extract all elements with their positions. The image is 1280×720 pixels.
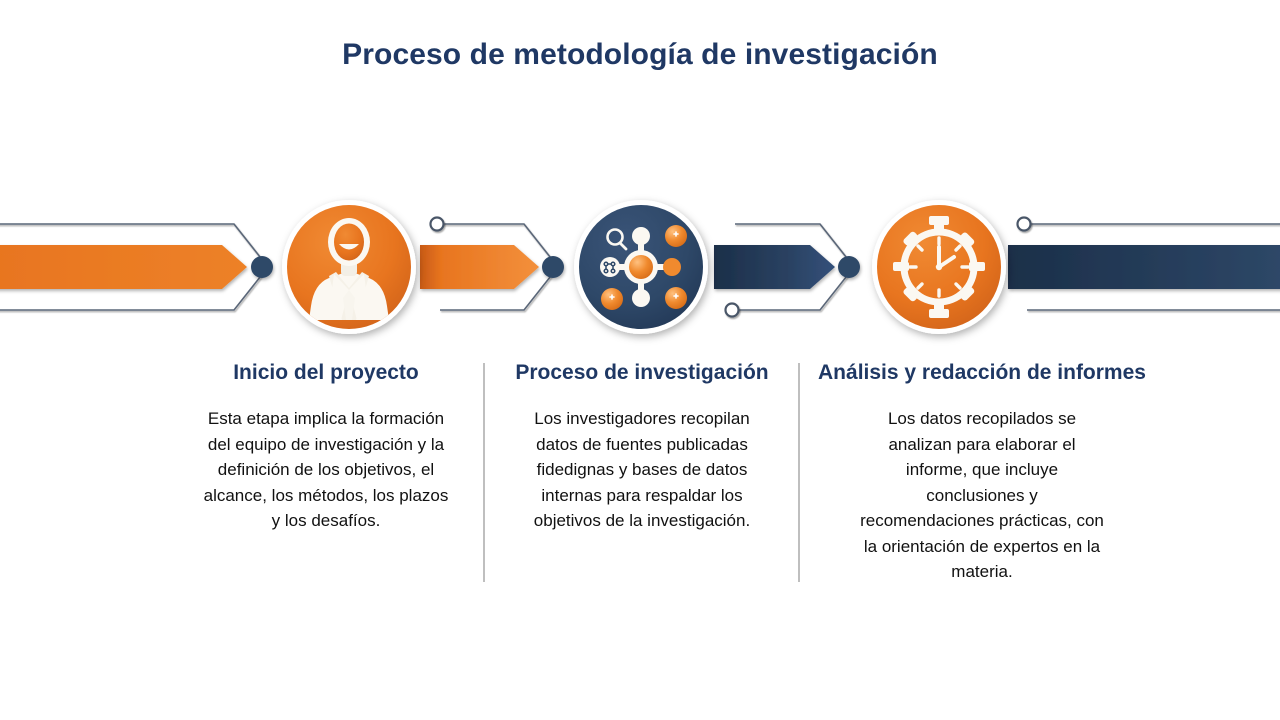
step-body-3: Los datos recopilados se analizan para e… — [860, 409, 1104, 581]
connector-ring-2 — [429, 216, 445, 232]
step-column-2: Proceso de investigación Los investigado… — [498, 360, 786, 534]
arrow-segment-1 — [0, 223, 273, 311]
step-circle-2[interactable] — [574, 200, 708, 334]
businessman-icon — [309, 218, 389, 320]
column-divider-2 — [798, 363, 800, 582]
step-circle-1[interactable] — [282, 200, 416, 334]
connector-dot-2 — [542, 256, 564, 278]
arrow-segment-2 — [420, 216, 564, 311]
connector-dot-1 — [251, 256, 273, 278]
page-title: Proceso de metodología de investigación — [342, 38, 938, 71]
step-descriptions: Inicio del proyecto Esta etapa implica l… — [0, 360, 1280, 610]
column-divider-1 — [483, 363, 485, 582]
connector-ring-3 — [724, 302, 740, 318]
connector-dot-3 — [838, 256, 860, 278]
process-band — [0, 180, 1280, 360]
step-body-1: Esta etapa implica la formación del equi… — [203, 409, 449, 530]
step-heading-1: Inicio del proyecto — [233, 361, 419, 384]
connector-ring-4 — [1016, 216, 1032, 232]
arrow-segment-4 — [1008, 216, 1280, 311]
step-body-2: Los investigadores recopilan datos de fu… — [533, 409, 751, 530]
step-heading-3: Análisis y redacción de informes — [818, 361, 1146, 384]
arrow-segment-3 — [714, 223, 860, 318]
research-network-icon — [600, 225, 687, 310]
step-circle-3[interactable] — [872, 200, 1006, 334]
stopwatch-icon — [893, 216, 985, 318]
step-column-1: Inicio del proyecto Esta etapa implica l… — [178, 360, 474, 534]
magnifier-icon — [606, 228, 628, 251]
step-heading-2: Proceso de investigación — [515, 361, 769, 384]
step-column-3: Análisis y redacción de informes Los dat… — [806, 360, 1158, 585]
